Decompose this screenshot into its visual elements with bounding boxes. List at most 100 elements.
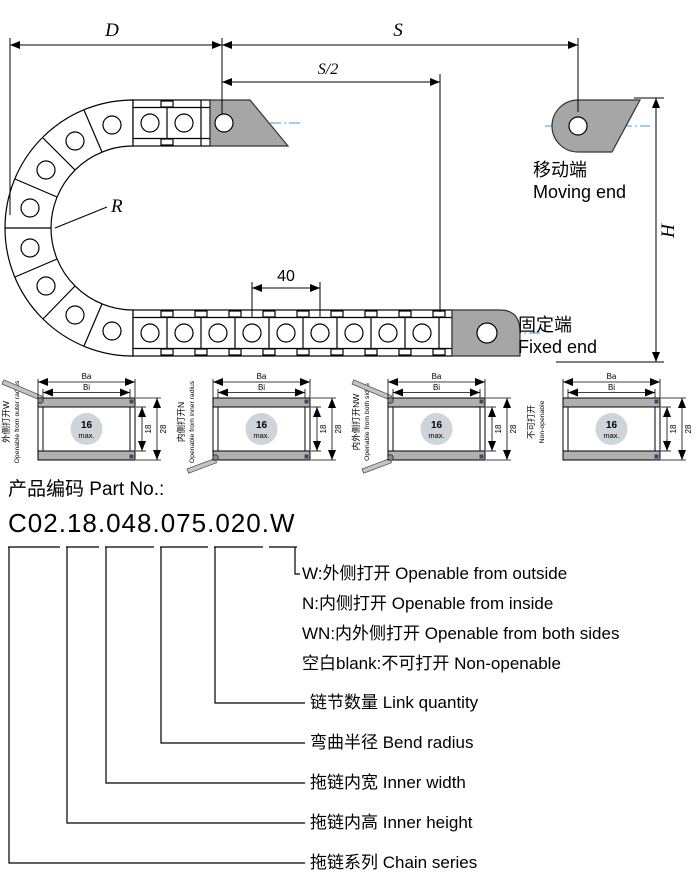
- dimension-inner-height: [136, 406, 146, 452]
- fixed-end-label-en: Fixed end: [518, 337, 597, 357]
- dimension-outer-height: [136, 397, 161, 461]
- cross-section-openable-both: 内外侧打开NW Openable from both sides 16 max.: [351, 372, 518, 474]
- section-body: [37, 397, 136, 461]
- bend-link-holes: [20, 115, 122, 341]
- watermark-unit: max.: [253, 431, 269, 440]
- watermark-value: 16: [81, 420, 93, 431]
- dimension-inner-height: [486, 406, 496, 452]
- section-body: [212, 397, 311, 461]
- dimension-bi: [392, 388, 481, 398]
- watermark-unit: max.: [428, 431, 444, 440]
- cross-sections-row: 外侧打开W Openable from outer radius 16 max.: [0, 370, 700, 474]
- dimension-d: [9, 38, 223, 215]
- lid-pivot-pin: [37, 397, 44, 404]
- section-label-zh: 外侧打开W: [1, 401, 11, 443]
- dim-outer-height-label: 28: [334, 424, 343, 433]
- watermark-value: 16: [431, 420, 443, 431]
- lid-pivot-pin: [212, 454, 219, 461]
- dimension-ba: [37, 378, 136, 398]
- dimension-outer-height: [486, 397, 511, 461]
- dimension-bi: [42, 388, 131, 398]
- moving-end-bracket-extended: [551, 99, 642, 153]
- section-label-en: Openable from outer radius: [14, 380, 21, 463]
- dim-bi-label: Bi: [433, 383, 440, 392]
- dimension-outer-height: [661, 397, 686, 461]
- section-label-zh: 内侧打开N: [176, 402, 186, 442]
- option-non-openable: 空白blank:不可打开 Non-openable: [302, 654, 561, 673]
- watermark-unit: max.: [78, 431, 94, 440]
- part-segment-inner-width: 048: [106, 508, 153, 538]
- part-segment-link-quantity: 020: [215, 508, 262, 538]
- legend-inner-height: 拖链内高 Inner height: [310, 813, 473, 832]
- dim-d-label: D: [104, 20, 119, 41]
- dimension-ba: [212, 378, 311, 398]
- dimension-inner-height: [661, 406, 671, 452]
- part-separator: .: [207, 508, 216, 538]
- dimension-bi: [217, 388, 306, 398]
- dimension-outer-height: [311, 397, 336, 461]
- part-separator: .: [261, 508, 270, 538]
- cross-section-non-openable: 不可打开 Non-openable 16 max. Ba: [526, 372, 693, 461]
- dim-r-label: R: [110, 196, 123, 217]
- dimension-h: [556, 97, 664, 363]
- dim-ba-label: Ba: [82, 372, 92, 381]
- dimension-s: [222, 38, 579, 112]
- lid-pivot-pin: [387, 397, 394, 404]
- max-cable-watermark: 16 max.: [70, 413, 103, 445]
- max-cable-watermark: 16 max.: [245, 413, 278, 445]
- section-label-zh: 内外侧打开NW: [351, 394, 361, 451]
- option-openable-inside: N:内侧打开 Openable from inside: [302, 594, 554, 613]
- open-lid-inner: [186, 457, 218, 474]
- legend-link-quantity: 链节数量 Link quantity: [310, 693, 479, 712]
- chain-bend: [4, 99, 134, 357]
- part-segment-opening-type: W: [269, 508, 296, 538]
- max-cable-watermark: 16 max.: [420, 413, 453, 445]
- section-label-zh: 不可打开: [526, 405, 536, 440]
- dim-inner-height-label: 18: [319, 424, 328, 433]
- dim-ba-label: Ba: [432, 372, 442, 381]
- dim-ba-label: Ba: [607, 372, 617, 381]
- part-segment-inner-height: 18: [66, 508, 98, 538]
- legend-chain-series: 拖链系列 Chain series: [310, 853, 478, 872]
- dim-outer-height-label: 28: [509, 424, 518, 433]
- dim-s-label: S: [393, 20, 403, 41]
- part-no-heading: 产品编码 Part No.:: [8, 479, 165, 500]
- max-cable-watermark: 16 max.: [595, 413, 628, 445]
- part-segment-series: C02: [8, 508, 59, 538]
- lid-pivot-pin: [387, 454, 394, 461]
- chain-top-run: [132, 99, 211, 147]
- cross-section-openable-inner: 内侧打开N Openable from inner radius 16 max.: [176, 372, 343, 474]
- section-label-en: Non-openable: [539, 400, 546, 443]
- part-separator: .: [97, 508, 107, 538]
- dim-h-label: H: [658, 223, 679, 239]
- cross-section-openable-outer: 外侧打开W Openable from outer radius 16 max.: [1, 372, 168, 463]
- option-openable-outside: W:外侧打开 Openable from outside: [302, 564, 568, 583]
- moving-end-label-zh: 移动端: [533, 160, 587, 180]
- bottom-link-holes: [140, 323, 432, 343]
- dim-inner-height-label: 18: [144, 424, 153, 433]
- watermark-value: 16: [256, 420, 268, 431]
- dim-outer-height-label: 28: [159, 424, 168, 433]
- dim-bi-label: Bi: [83, 383, 90, 392]
- dim-bi-label: Bi: [608, 383, 615, 392]
- option-openable-both-sides: WN:内外侧打开 Openable from both sides: [302, 624, 620, 643]
- dim-inner-height-label: 18: [494, 424, 503, 433]
- dim-pitch-label: 40: [277, 268, 295, 285]
- dimension-bi: [567, 388, 656, 398]
- watermark-value: 16: [606, 420, 618, 431]
- fixed-end-label-zh: 固定端: [518, 315, 572, 335]
- open-lid-outer: [351, 379, 393, 401]
- part-separator: .: [152, 508, 161, 538]
- moving-end-bracket: [209, 99, 290, 147]
- moving-end-label-en: Moving end: [533, 182, 626, 202]
- chain-bottom-run: [132, 309, 453, 357]
- dimension-inner-height: [311, 406, 321, 452]
- dim-outer-height-label: 28: [684, 424, 693, 433]
- legend-inner-width: 拖链内宽 Inner width: [310, 773, 466, 792]
- chain-diagram: D S S/2 H 40 R 移动端 Mo: [4, 20, 679, 363]
- part-segment-bend-radius: 075: [160, 508, 208, 538]
- dim-ba-label: Ba: [257, 372, 267, 381]
- part-separator: .: [58, 508, 67, 538]
- link-pin-plates: [160, 310, 446, 356]
